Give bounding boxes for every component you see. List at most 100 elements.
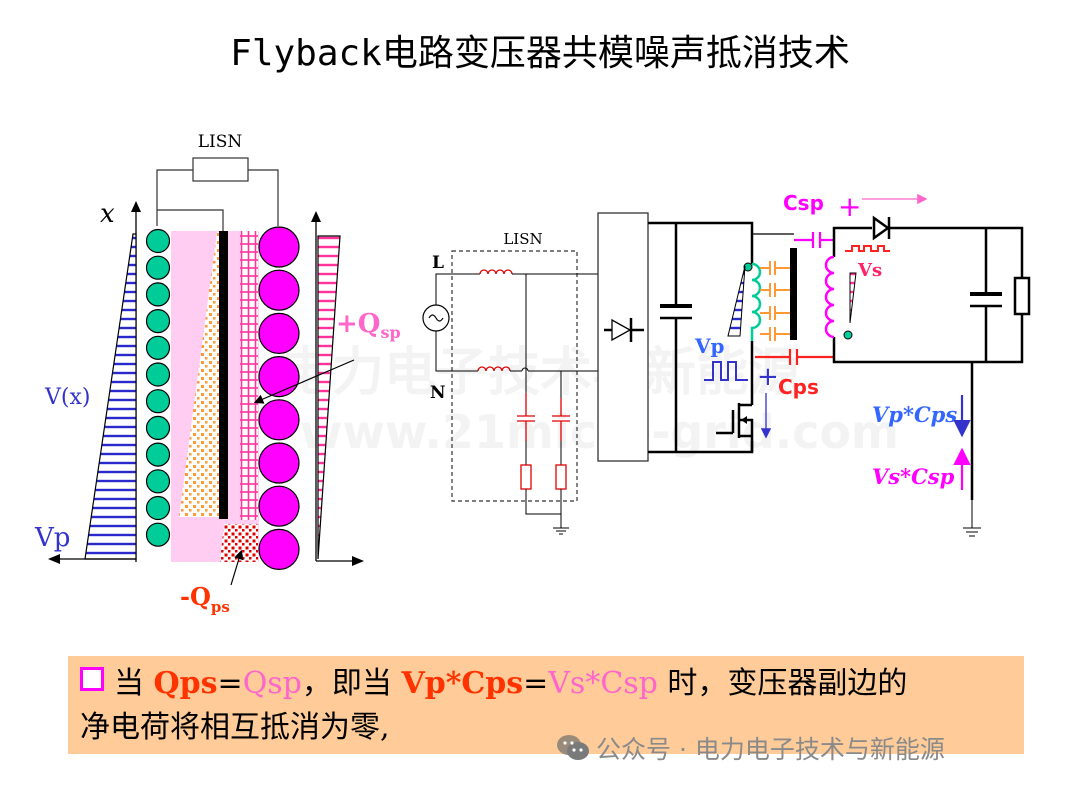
minus-qps-pointer	[230, 549, 244, 586]
note-line-2: 净电荷将相互抵消为零,	[80, 710, 390, 745]
note-mid: ，即当	[301, 666, 402, 701]
vs-waveform-icon	[845, 245, 890, 252]
csp-label: Csp	[783, 191, 824, 215]
note-qsp: Qsp	[242, 666, 302, 701]
lisn-resistor-2	[555, 464, 567, 490]
secondary-turn	[258, 356, 300, 398]
transformer-shield	[790, 248, 797, 340]
right-v-axis-arrow-icon	[352, 556, 364, 566]
vp-waveform-icon	[704, 361, 748, 381]
wechat-icon	[556, 734, 590, 768]
csp-capacitor	[794, 232, 834, 248]
cps-label: Cps	[778, 375, 819, 399]
primary-winding	[145, 228, 171, 547]
primary-turn	[145, 309, 171, 334]
x-axis-label: x	[100, 199, 115, 229]
note-eq2: =	[523, 666, 549, 701]
page-title: Flyback电路变压器共模噪声抵消技术	[230, 33, 850, 74]
primary-voltage-profile	[84, 233, 137, 560]
wire-crossover	[521, 367, 529, 372]
primary-charge-region	[179, 232, 219, 517]
plus-qsp-label: +Qsp	[336, 309, 401, 342]
primary-turn	[145, 469, 171, 494]
note-qps: Qps	[153, 666, 218, 701]
ground-wire-1	[525, 489, 561, 515]
secondary-ground-icon	[963, 527, 981, 537]
primary-dot-marker	[743, 262, 753, 272]
vs-label: Vs	[857, 260, 882, 281]
cps-capacitor	[755, 349, 834, 365]
note-vpcps: Vp*Cps	[401, 666, 524, 701]
csp-plus-sign: +	[838, 190, 861, 223]
left-transformer-cross-section: LISN x V(x) Vp +Qsp	[34, 132, 401, 616]
note-line-1: 当 Qps=Qsp，即当 Vp*Cps=Vs*Csp 时，变压器副边的	[80, 664, 907, 704]
ac-sine-icon	[428, 314, 444, 322]
lisn-resistor-1	[520, 464, 532, 490]
secondary-voltage-profile	[317, 235, 341, 560]
lisn-label: LISN	[503, 230, 542, 248]
primary-voltage-mini-profile	[727, 265, 746, 337]
output-diode-icon	[872, 215, 891, 241]
l-wire	[435, 273, 480, 305]
l-label: L	[432, 253, 444, 273]
vp-plus-sign: +	[757, 362, 779, 392]
minus-qps-region	[220, 524, 258, 562]
vx-label: V(x)	[44, 385, 90, 410]
secondary-turn	[258, 226, 300, 268]
primary-turn	[145, 362, 171, 387]
watermark-text: 公众号 · 电力电子技术与新能源	[596, 735, 945, 764]
primary-turn	[145, 335, 171, 360]
primary-turn	[145, 282, 171, 307]
primary-turn	[145, 495, 171, 521]
primary-turn	[145, 255, 171, 280]
note-suffix: 时，变压器副边的	[657, 666, 908, 701]
left-vp-label: Vp	[34, 523, 70, 553]
minus-qps-label: -Qps	[180, 582, 230, 616]
lisn-inductor-l	[479, 269, 513, 275]
primary-turn	[145, 389, 171, 414]
secondary-voltage-mini-profile	[849, 272, 857, 324]
secondary-turn	[258, 269, 300, 311]
primary-turn	[145, 442, 171, 467]
primary-turn	[145, 228, 171, 254]
mosfet-arrow-icon	[741, 416, 747, 424]
vp-label: Vp	[694, 334, 725, 358]
secondary-dot-marker	[843, 330, 853, 340]
secondary-circuit	[832, 226, 1024, 500]
lisn-inductor-n	[477, 366, 511, 372]
secondary-winding	[258, 226, 300, 571]
lisn-capacitors	[517, 393, 570, 441]
note-vscsp: Vs*Csp	[548, 666, 658, 701]
bullet-square-icon	[80, 667, 104, 691]
vp-cps-label: Vp*Cps	[872, 402, 957, 427]
shield-wire	[157, 209, 224, 232]
plus-qsp-region	[240, 231, 258, 520]
lisn-resistor	[192, 157, 249, 182]
lisn-wire-right	[248, 169, 279, 226]
secondary-turn	[258, 312, 300, 354]
shield-bar	[219, 231, 228, 519]
rectifier-block	[597, 212, 649, 462]
lisn-circuit: LISN L N	[422, 230, 598, 535]
vs-csp-label: Vs*Csp	[872, 464, 955, 489]
secondary-turn	[258, 485, 300, 527]
plus-qsp-pointer	[253, 359, 355, 404]
secondary-turn	[258, 528, 300, 571]
right-x-axis-arrow-icon	[311, 211, 321, 222]
conclusion-note: 当 Qps=Qsp，即当 Vp*Cps=Vs*Csp 时，变压器副边的 净电荷将…	[68, 656, 1024, 754]
primary-winding-coil	[750, 262, 762, 341]
n-wire	[435, 331, 478, 372]
secondary-turn	[258, 399, 300, 441]
n-label: N	[430, 383, 446, 403]
secondary-winding-coil	[824, 255, 835, 339]
rectifier-diode-icon	[611, 318, 632, 342]
secondary-turn	[258, 442, 300, 484]
load-resistor	[1013, 276, 1031, 316]
account-watermark: 公众号 · 电力电子技术与新能源	[556, 730, 945, 768]
note-prefix: 当	[114, 666, 154, 701]
primary-circuit	[648, 221, 754, 454]
left-x-axis-arrow-icon	[131, 201, 141, 212]
left-lisn-label: LISN	[198, 132, 243, 152]
lisn-wire-left	[156, 169, 193, 226]
